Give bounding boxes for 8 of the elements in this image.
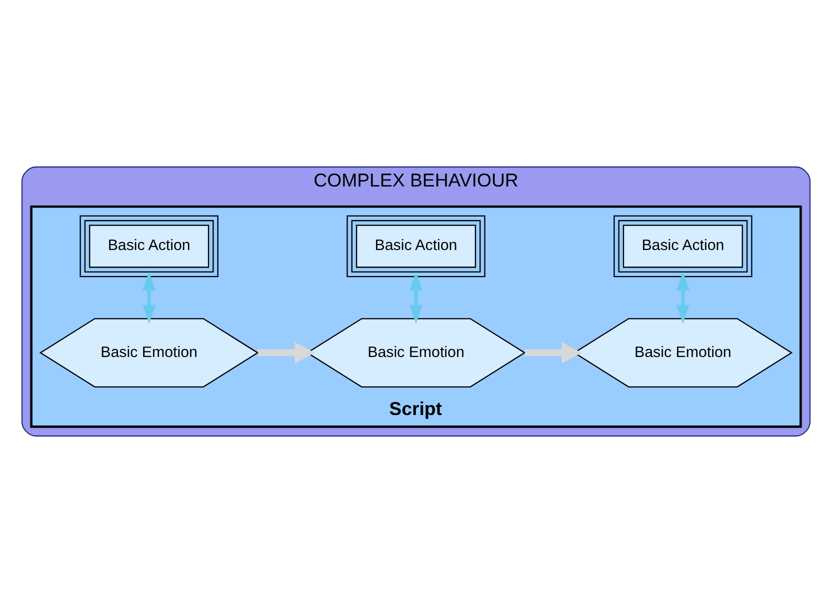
arrow [524,342,582,364]
arrow [258,342,315,364]
node-box: Basic Action [80,215,218,278]
arrow [409,272,423,324]
arrow [142,272,156,324]
node-box: Basic Action [346,215,486,278]
node-box: Basic Action [614,215,752,278]
arrow [676,272,690,324]
